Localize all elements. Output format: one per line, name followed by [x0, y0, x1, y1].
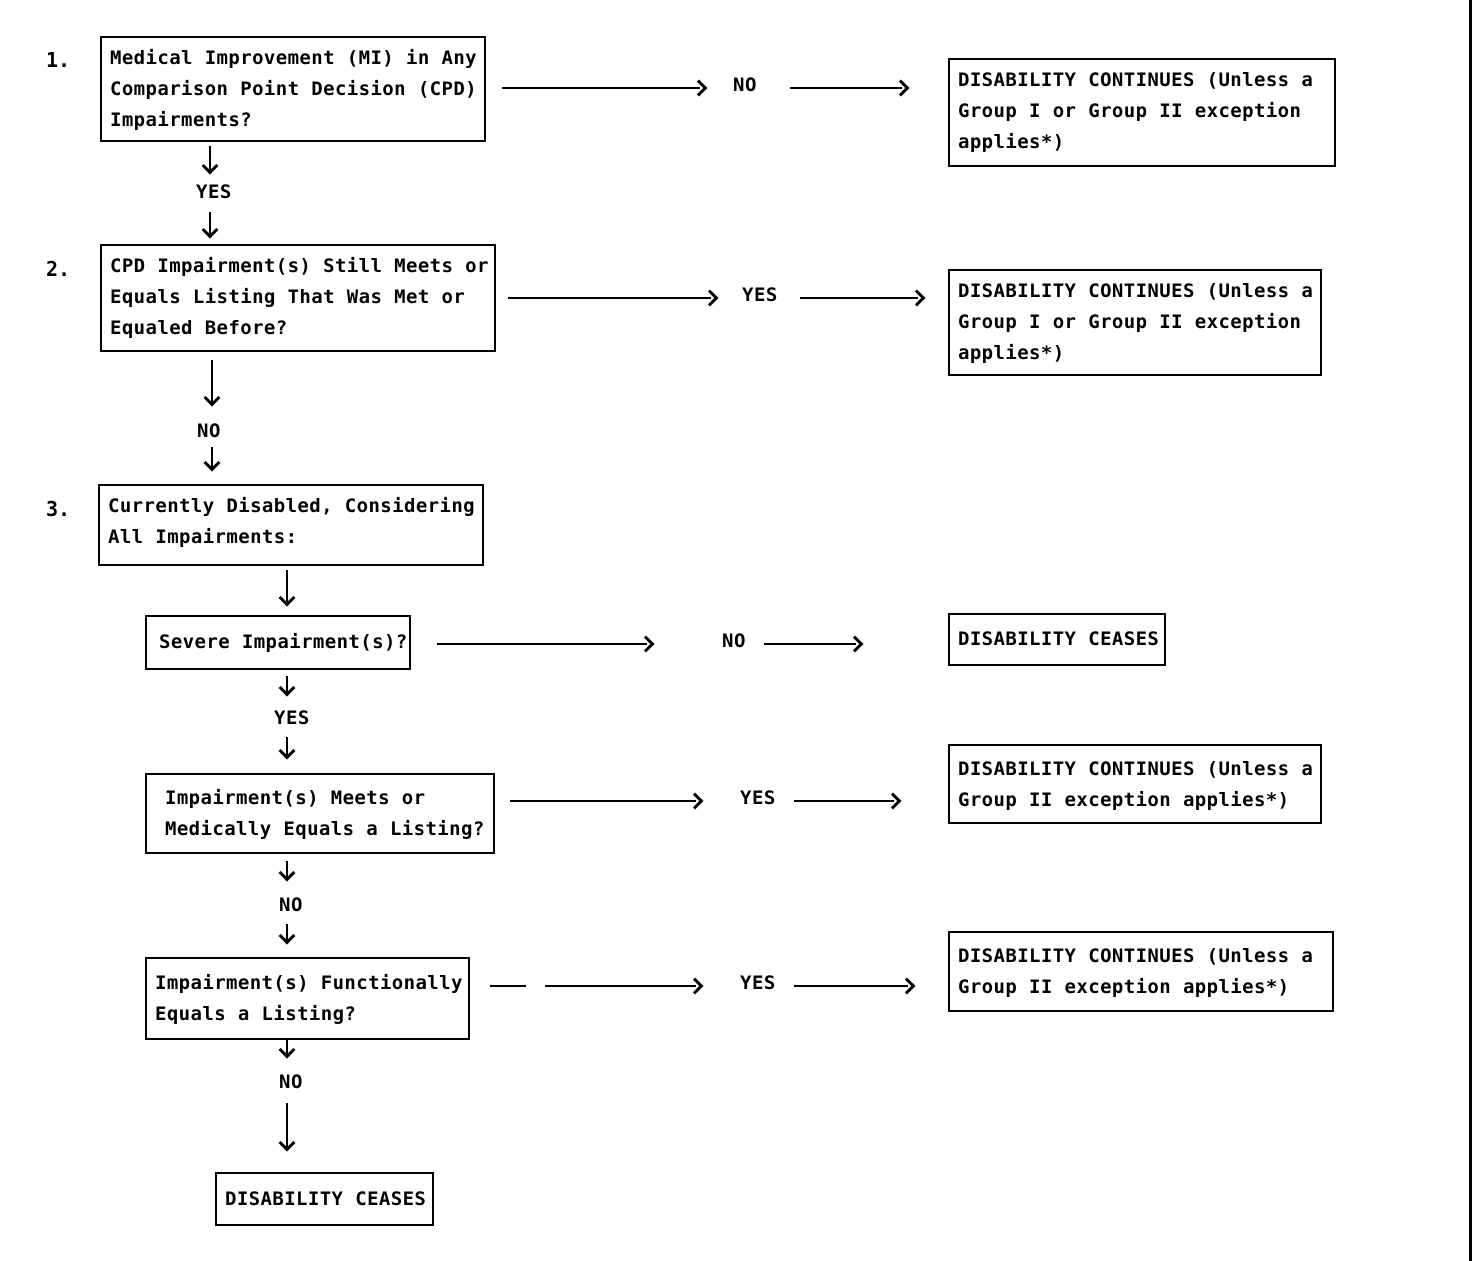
step3a-result-box: DISABILITY CEASES: [948, 613, 1166, 666]
step3a-down-line2: [286, 737, 288, 755]
step3c-branch-line-dash: [490, 985, 526, 987]
step3c-question-line: Equals a Listing?: [155, 1003, 357, 1025]
arrow-down-icon: [278, 1041, 296, 1059]
step1-down-line2: [209, 212, 211, 234]
step3b-down-label: NO: [279, 894, 303, 916]
arrow-down-icon: [278, 742, 296, 760]
step3b-down-line2: [286, 924, 288, 940]
step3c-branch-label: YES: [740, 972, 776, 994]
step2-number: 2.: [46, 257, 71, 281]
arrow-down-icon: [201, 221, 219, 239]
step2-question-line: Equals Listing That Was Met or: [110, 286, 466, 308]
step3a-down-line: [286, 676, 288, 692]
step1-question-line: Comparison Point Decision (CPD): [110, 78, 478, 100]
step1-result-line: DISABILITY CONTINUES (Unless a: [958, 69, 1314, 91]
arrow-right-icon: [884, 792, 902, 810]
step1-branch-label: NO: [733, 74, 757, 96]
step2-question-line: Equaled Before?: [110, 317, 288, 339]
arrow-down-icon: [201, 157, 219, 175]
step3a-branch-line: [437, 643, 647, 645]
step3-question-box: Currently Disabled, Considering All Impa…: [98, 484, 484, 566]
step2-branch-line2: [800, 297, 918, 299]
step2-branch-line: [508, 297, 711, 299]
arrow-down-icon: [278, 1134, 296, 1152]
step3c-down-line: [286, 1040, 288, 1054]
step2-down-line2: [211, 447, 213, 467]
step2-down-label: NO: [197, 420, 221, 442]
step3b-branch-line2: [794, 800, 894, 802]
step3-down-line: [286, 570, 288, 602]
arrow-down-icon: [203, 454, 221, 472]
arrow-right-icon: [686, 792, 704, 810]
arrow-right-icon: [637, 635, 655, 653]
step1-question-line: Medical Improvement (MI) in Any: [110, 47, 478, 69]
arrow-right-icon: [690, 79, 708, 97]
step3-question-line: Currently Disabled, Considering: [108, 495, 476, 517]
step3-number: 3.: [46, 497, 71, 521]
step3a-question-line: Severe Impairment(s)?: [159, 631, 408, 653]
final-result-box: DISABILITY CEASES: [215, 1172, 434, 1226]
arrow-right-icon: [892, 79, 910, 97]
step1-number: 1.: [46, 48, 71, 72]
step1-question-box: Medical Improvement (MI) in Any Comparis…: [100, 36, 486, 142]
step3c-result-line: Group II exception applies*): [958, 976, 1290, 998]
arrow-right-icon: [908, 289, 926, 307]
step3a-branch-line2: [764, 643, 856, 645]
step3c-branch-line: [545, 985, 696, 987]
arrow-down-icon: [278, 927, 296, 945]
step1-result-line: Group I or Group II exception: [958, 100, 1302, 122]
arrow-down-icon: [278, 864, 296, 882]
step1-branch-line2: [790, 87, 902, 89]
step2-question-box: CPD Impairment(s) Still Meets or Equals …: [100, 244, 496, 352]
step3c-down-line2: [286, 1103, 288, 1147]
step1-down-line: [209, 146, 211, 170]
step3b-down-line: [286, 861, 288, 877]
step3b-result-line: DISABILITY CONTINUES (Unless a: [958, 758, 1314, 780]
step1-branch-line: [502, 87, 700, 89]
step1-result-box: DISABILITY CONTINUES (Unless a Group I o…: [948, 58, 1336, 167]
step3c-down-label: NO: [279, 1071, 303, 1093]
step2-question-line: CPD Impairment(s) Still Meets or: [110, 255, 489, 277]
step3-question-line: All Impairments:: [108, 526, 298, 548]
step3b-result-line: Group II exception applies*): [958, 789, 1290, 811]
step3b-question-line: Impairment(s) Meets or: [165, 787, 426, 809]
arrow-right-icon: [898, 977, 916, 995]
arrow-right-icon: [846, 635, 864, 653]
arrow-right-icon: [701, 289, 719, 307]
step3a-branch-label: NO: [722, 630, 746, 652]
arrow-right-icon: [686, 977, 704, 995]
step2-result-line: applies*): [958, 342, 1065, 364]
step3c-result-line: DISABILITY CONTINUES (Unless a: [958, 945, 1314, 967]
step1-result-line: applies*): [958, 131, 1065, 153]
step2-result-box: DISABILITY CONTINUES (Unless a Group I o…: [948, 269, 1322, 376]
step3c-question-line: Impairment(s) Functionally: [155, 972, 463, 994]
arrow-down-icon: [278, 589, 296, 607]
step3b-branch-label: YES: [740, 787, 776, 809]
page-edge-line: [1469, 0, 1472, 1261]
step1-down-label: YES: [196, 181, 232, 203]
step1-question-line: Impairments?: [110, 109, 253, 131]
step3b-question-line: Medically Equals a Listing?: [165, 818, 485, 840]
step2-branch-label: YES: [742, 284, 778, 306]
step2-down-line: [211, 360, 213, 402]
step2-result-line: DISABILITY CONTINUES (Unless a: [958, 280, 1314, 302]
step3b-branch-line: [510, 800, 696, 802]
step3c-question-box: Impairment(s) Functionally Equals a List…: [145, 957, 470, 1040]
step3a-question-box: Severe Impairment(s)?: [145, 615, 411, 670]
step2-result-line: Group I or Group II exception: [958, 311, 1302, 333]
step3a-down-label: YES: [274, 707, 310, 729]
step3a-result-line: DISABILITY CEASES: [958, 628, 1160, 650]
arrow-down-icon: [278, 679, 296, 697]
step3c-branch-line2: [794, 985, 908, 987]
step3b-question-box: Impairment(s) Meets or Medically Equals …: [145, 773, 495, 854]
step3c-result-box: DISABILITY CONTINUES (Unless a Group II …: [948, 931, 1334, 1012]
final-result-line: DISABILITY CEASES: [225, 1187, 427, 1210]
step3b-result-box: DISABILITY CONTINUES (Unless a Group II …: [948, 744, 1322, 824]
arrow-down-icon: [203, 389, 221, 407]
